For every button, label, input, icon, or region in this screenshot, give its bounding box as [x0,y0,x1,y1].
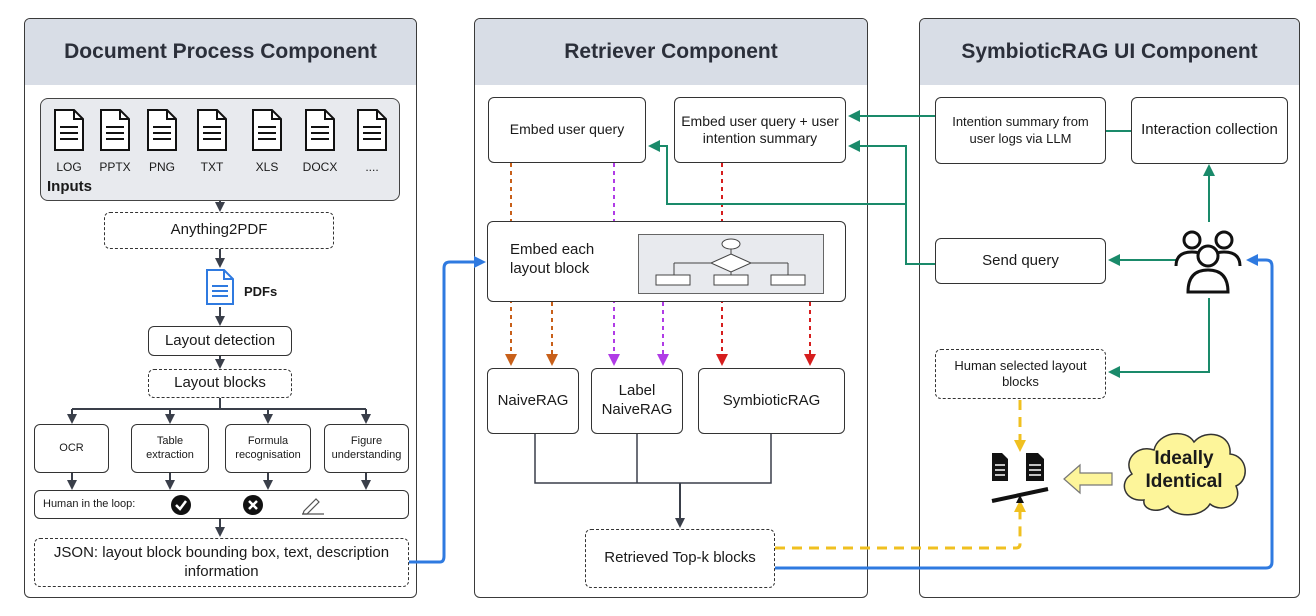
human-selected-blocks-box: Human selected layout blocks [935,349,1106,399]
file-type-label: .... [365,160,379,174]
rag-merge-lines [534,434,772,528]
file-icons: LOG PPTX PNG TXT XLS DOCX.... [40,108,400,178]
file-type-label: TXT [200,160,224,174]
document-flow-arrows [67,201,371,537]
symbiotic-rag-box: SymbioticRAG [698,368,845,434]
table-extraction-box: Table extraction [131,424,209,473]
document-process-title: Document Process Component [25,19,416,85]
arrow-left-icon [1062,462,1114,501]
ocr-box: OCR [34,424,109,473]
layout-blocks-box: Layout blocks [148,369,292,398]
send-query-box: Send query [935,238,1106,284]
layout-detection-box: Layout detection [148,326,292,356]
embed-user-query-box: Embed user query [488,97,646,163]
retrieved-topk-box: Retrieved Top-k blocks [585,529,775,588]
document-icon [145,108,179,157]
document-icon [355,108,389,157]
document-icon [250,108,284,157]
scale-icon [988,451,1052,512]
interaction-collection-box: Interaction collection [1131,97,1288,164]
naive-rag-box: NaiveRAG [487,368,579,434]
check-circle-icon [170,494,192,521]
human-in-loop-box: Human in the loop: [34,490,409,519]
document-icon [98,108,132,157]
layout-flowchart-thumbnail [638,234,824,299]
ui-title: SymbioticRAG UI Component [920,19,1299,85]
document-icon [303,108,337,157]
file-type-label: DOCX [302,160,338,174]
yellow-dashed-arrows [775,400,1026,550]
teal-arrows [648,110,1215,378]
users-icon [1172,226,1244,303]
label-naive-rag-box: Label NaiveRAG [591,368,683,434]
file-type-label: PPTX [99,160,131,174]
pdfs-label: PDFs [244,284,278,299]
embed-query-intent-box: Embed user query + user intention summar… [674,97,846,163]
human-in-loop-label: Human in the loop: [43,497,136,510]
blue-arrows [409,254,1274,570]
anything2pdf-box: Anything2PDF [104,212,334,249]
file-type-label: LOG [56,160,82,174]
ideally-identical-label: Ideally Identical [1145,448,1223,492]
intention-summary-box: Intention summary from user logs via LLM [935,97,1106,164]
file-type-label: XLS [255,160,279,174]
formula-recognisation-box: Formula recognisation [225,424,311,473]
document-icon [52,108,86,157]
pencil-icon [300,495,326,520]
figure-understanding-box: Figure understanding [324,424,409,473]
cloud-icon [1114,420,1254,525]
file-type-label: PNG [148,160,175,174]
embed-each-layout-label: Embed each layout block [510,241,595,277]
document-icon [195,108,229,157]
json-output-box: JSON: layout block bounding box, text, d… [34,538,409,587]
pdf-icon [204,268,236,311]
retriever-title: Retriever Component [475,19,867,85]
inputs-label: Inputs [47,178,92,195]
cross-circle-icon [242,494,264,521]
